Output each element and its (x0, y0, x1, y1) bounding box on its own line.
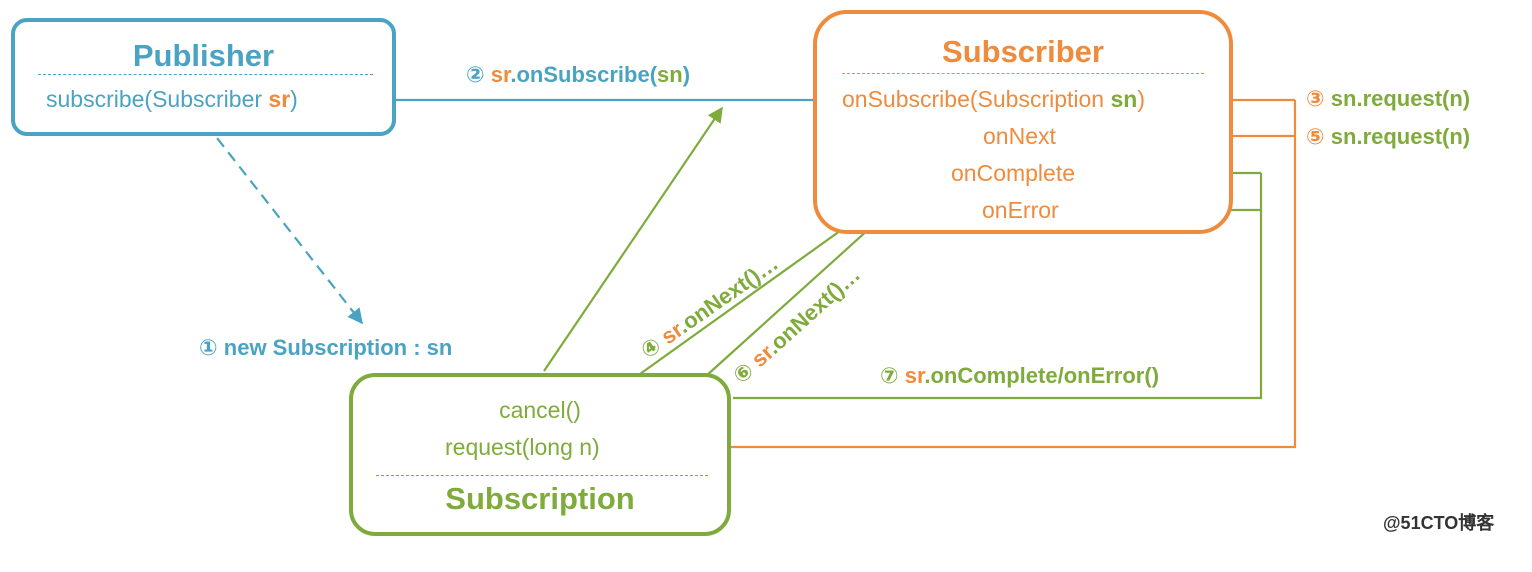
subscriber-onerror-method: onError (982, 197, 1059, 223)
onsubscribe-suffix: ) (1137, 86, 1145, 112)
step-2-target: sr (490, 62, 511, 87)
step-7-number: ⑦ (880, 363, 899, 388)
publisher-title: Publisher (132, 38, 275, 73)
step-2-number: ② (466, 62, 485, 87)
step-1-text: new Subscription : sn (223, 335, 453, 360)
subscriber-oncomplete-method: onComplete (951, 160, 1076, 186)
subscriber-box (813, 10, 1233, 234)
step-3-call: .request(n) (1356, 86, 1471, 111)
subscriber-onsubscribe-method: onSubscribe(Subscription sn) (842, 86, 1145, 113)
step-3-label: ③ sn.request(n) (1306, 86, 1470, 112)
step-3-number: ③ (1306, 86, 1325, 111)
subscription-to-onsubscribe-arrow (543, 106, 723, 372)
step-5-label: ⑤ sn.request(n) (1306, 124, 1470, 150)
step-1-label: ① new Subscription : sn (199, 335, 452, 361)
step-2-call: .onSubscribe( (510, 62, 658, 87)
publisher-method-prefix: subscribe(Subscriber (46, 86, 269, 112)
subscription-box (349, 373, 731, 536)
step-2-label: ② sr.onSubscribe(sn) (466, 62, 690, 88)
subscription-title: Subscription (445, 481, 635, 516)
subscriber-divider (842, 73, 1204, 74)
subscription-cancel-method: cancel() (499, 397, 581, 423)
step-7-call: .onComplete/onError() (924, 363, 1160, 388)
step-3-target: sn (1330, 86, 1357, 111)
create-subscription-arrow (205, 123, 363, 325)
request-call-arrow (654, 100, 1297, 455)
complete-error-connector (733, 173, 1263, 400)
step-7-target: sr (904, 363, 925, 388)
step-5-call: .request(n) (1356, 124, 1471, 149)
step-2-close: ) (682, 62, 691, 87)
publisher-box (11, 18, 396, 136)
watermark-text: @51CTO博客 (1383, 513, 1495, 533)
publisher-method-suffix: ) (290, 86, 298, 112)
step-7-label: ⑦ sr.onComplete/onError() (880, 363, 1159, 389)
step-1-number: ① (199, 335, 218, 360)
onsubscribe-param: sn (1110, 86, 1138, 112)
publisher-divider (38, 74, 373, 75)
subscription-request-method: request(long n) (445, 434, 600, 460)
publisher-method-param: sr (268, 86, 291, 112)
publisher-subscribe-method: subscribe(Subscriber sr) (46, 86, 298, 113)
subscription-divider (376, 475, 708, 476)
step-5-number: ⑤ (1306, 124, 1325, 149)
onsubscribe-prefix: onSubscribe(Subscription (842, 86, 1111, 112)
step-5-target: sn (1330, 124, 1357, 149)
subscriber-title: Subscriber (942, 34, 1104, 69)
step-2-param: sn (657, 62, 683, 87)
subscriber-onnext-method: onNext (983, 123, 1056, 149)
